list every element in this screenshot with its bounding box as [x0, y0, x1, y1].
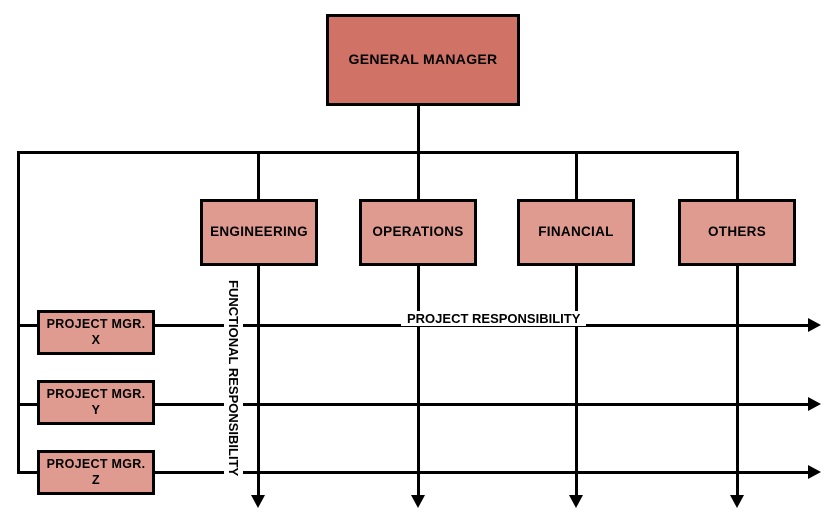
node-project-manager-y-label-line1: PROJECT MGR. — [46, 386, 146, 401]
arrow-right-project-z-icon — [808, 465, 821, 479]
flow-line-project-y — [153, 403, 810, 406]
node-project-manager-y-label-line2: Y — [91, 402, 101, 417]
node-project-manager-z[interactable]: PROJECT MGR. Z — [37, 450, 155, 495]
connector-bus-to-others — [736, 151, 739, 201]
flow-line-financial — [575, 266, 578, 497]
arrow-down-operations-icon — [411, 495, 425, 508]
flow-line-operations — [417, 266, 420, 497]
axis-label-project-responsibility: PROJECT RESPONSIBILITY — [401, 311, 587, 326]
arrow-down-engineering-icon — [251, 495, 265, 508]
connector-gm-to-bus — [417, 104, 420, 153]
node-project-manager-x-label-line2: X — [91, 332, 101, 347]
node-project-manager-x-label-line1: PROJECT MGR. — [46, 316, 146, 331]
node-general-manager[interactable]: GENERAL MANAGER — [326, 14, 520, 106]
node-project-manager-z-label-line1: PROJECT MGR. — [46, 456, 146, 471]
node-project-manager-y[interactable]: PROJECT MGR. Y — [37, 380, 155, 425]
connector-bus-to-engineering — [257, 151, 260, 201]
flow-line-engineering — [257, 266, 260, 497]
node-department-operations-label: OPERATIONS — [372, 224, 464, 240]
node-project-manager-x[interactable]: PROJECT MGR. X — [37, 310, 155, 355]
arrow-down-financial-icon — [569, 495, 583, 508]
node-department-others-label: OTHERS — [707, 224, 767, 240]
axis-label-functional-responsibility: FUNCTIONAL RESPONSIBILITY — [224, 280, 243, 477]
node-department-engineering-label: ENGINEERING — [210, 224, 308, 240]
connector-bus-to-financial — [575, 151, 578, 201]
node-department-operations[interactable]: OPERATIONS — [359, 199, 477, 266]
arrow-down-others-icon — [730, 495, 744, 508]
connector-bus-to-operations — [417, 151, 420, 201]
connector-leg-to-pm-x — [17, 324, 39, 327]
node-department-others[interactable]: OTHERS — [678, 199, 796, 266]
node-project-manager-z-label-line2: Z — [92, 472, 100, 487]
arrow-right-project-y-icon — [808, 397, 821, 411]
connector-leg-to-pm-y — [17, 403, 39, 406]
connector-bus-bar — [17, 151, 739, 154]
node-department-financial-label: FINANCIAL — [538, 224, 614, 240]
node-department-financial[interactable]: FINANCIAL — [517, 199, 635, 266]
node-general-manager-label: GENERAL MANAGER — [348, 51, 498, 68]
flow-line-others — [736, 266, 739, 497]
connector-bus-left-leg — [17, 151, 20, 473]
node-department-engineering[interactable]: ENGINEERING — [200, 199, 318, 266]
flow-line-project-z — [153, 471, 810, 474]
arrow-right-project-x-icon — [808, 318, 821, 332]
connector-leg-to-pm-z — [17, 471, 39, 474]
